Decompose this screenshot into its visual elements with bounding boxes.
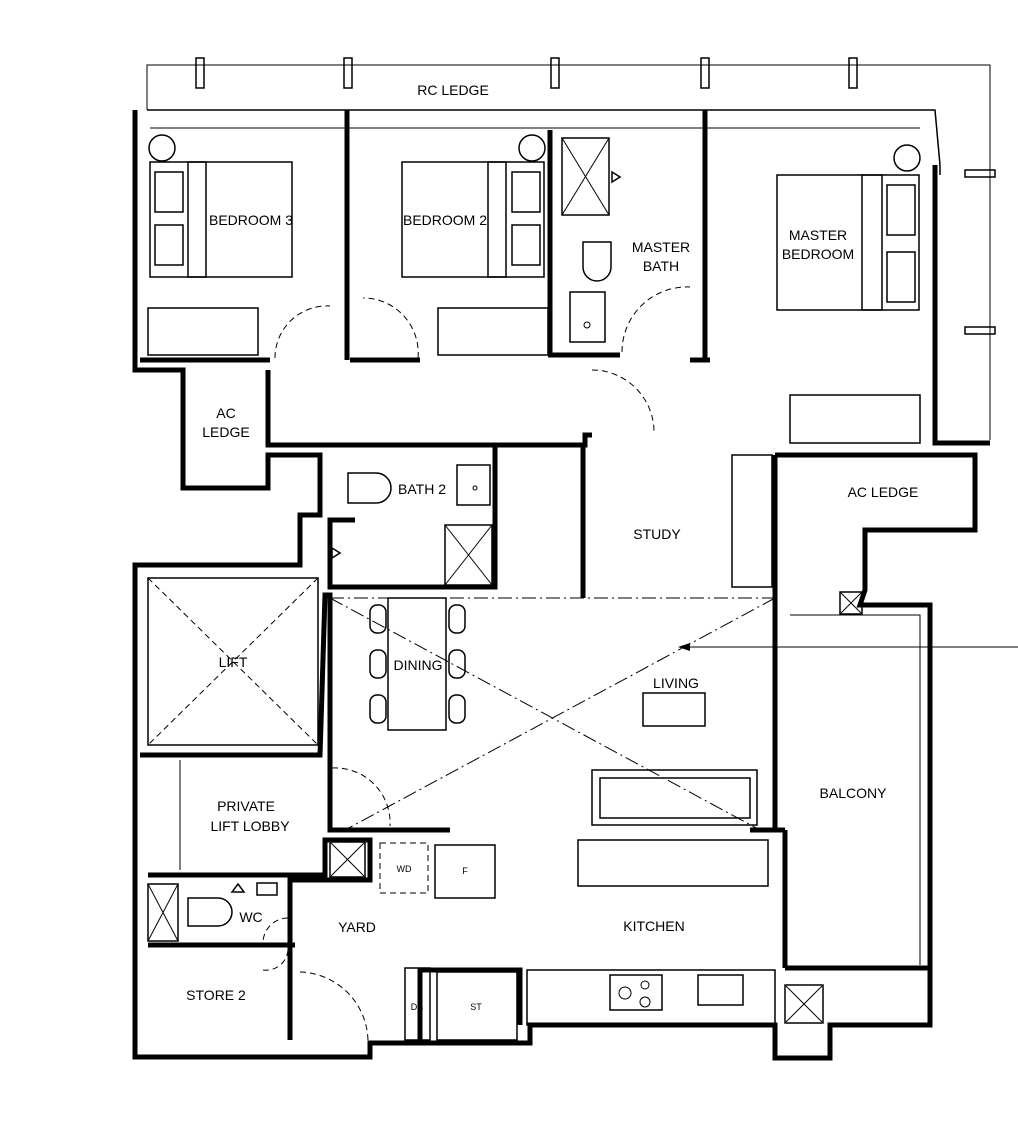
wardrobe: [437, 307, 549, 356]
column-icon: [148, 134, 176, 162]
label-yard: YARD: [338, 919, 376, 935]
washer-dryer: [379, 842, 429, 894]
bed-icon: [149, 161, 293, 278]
bed-icon: [776, 174, 920, 311]
label-wc: WC: [239, 909, 262, 925]
label-lift: LIFT: [219, 654, 248, 670]
label-db: DB: [411, 1002, 424, 1012]
shower-icon: [329, 841, 366, 878]
dining-table: [387, 597, 447, 731]
column-icon: [893, 144, 921, 172]
label-rc-ledge: RC LEDGE: [417, 82, 489, 98]
hob-icon: [609, 974, 663, 1011]
label-master-bath: MASTER: [632, 239, 690, 255]
walls: [132, 110, 990, 1061]
shower-icon: [839, 591, 863, 615]
label-master-bath-2: BATH: [643, 258, 679, 274]
wardrobe: [147, 307, 259, 356]
label-fridge: F: [462, 866, 468, 876]
fridge: [434, 844, 496, 899]
label-master-bedroom: MASTER: [789, 227, 847, 243]
label-bath2: BATH 2: [398, 481, 446, 497]
label-study: STUDY: [633, 526, 681, 542]
coffee-table: [642, 692, 706, 727]
bed-icon: [401, 161, 545, 278]
label-private-lift-lobby: PRIVATE: [217, 798, 275, 814]
label-living: LIVING: [653, 675, 699, 691]
label-ac-ledge-left: AC: [216, 405, 235, 421]
label-store2: STORE 2: [186, 987, 246, 1003]
label-bedroom3: BEDROOM 3: [209, 212, 293, 228]
label-balcony: BALCONY: [820, 785, 888, 801]
label-dining: DINING: [394, 657, 443, 673]
shower-icon: [561, 137, 610, 216]
label-bedroom2: BEDROOM 2: [403, 212, 487, 228]
label-kitchen: KITCHEN: [623, 918, 684, 934]
rc-ledge-outline: [146, 57, 996, 440]
room-labels: RC LEDGE BEDROOM 3 BEDROOM 2 MASTER BATH…: [186, 82, 918, 1012]
label-master-bedroom-2: BEDROOM: [782, 246, 854, 262]
label-ac-ledge-right: AC LEDGE: [848, 484, 919, 500]
label-private-lift-lobby-2: LIFT LOBBY: [210, 818, 290, 834]
fixtures: [147, 134, 1018, 1043]
lift-shaft: [147, 577, 319, 746]
label-ac-ledge-left-2: LEDGE: [202, 424, 249, 440]
door-swing: [274, 305, 331, 359]
wardrobe: [789, 394, 921, 444]
column-icon: [518, 134, 546, 162]
sofa: [591, 769, 758, 826]
label-wd: WD: [397, 864, 412, 874]
label-st: ST: [470, 1002, 482, 1012]
shower-icon: [444, 524, 493, 586]
sink-icon: [697, 974, 744, 1006]
shower-icon: [147, 883, 179, 942]
shower-icon: [784, 984, 824, 1024]
